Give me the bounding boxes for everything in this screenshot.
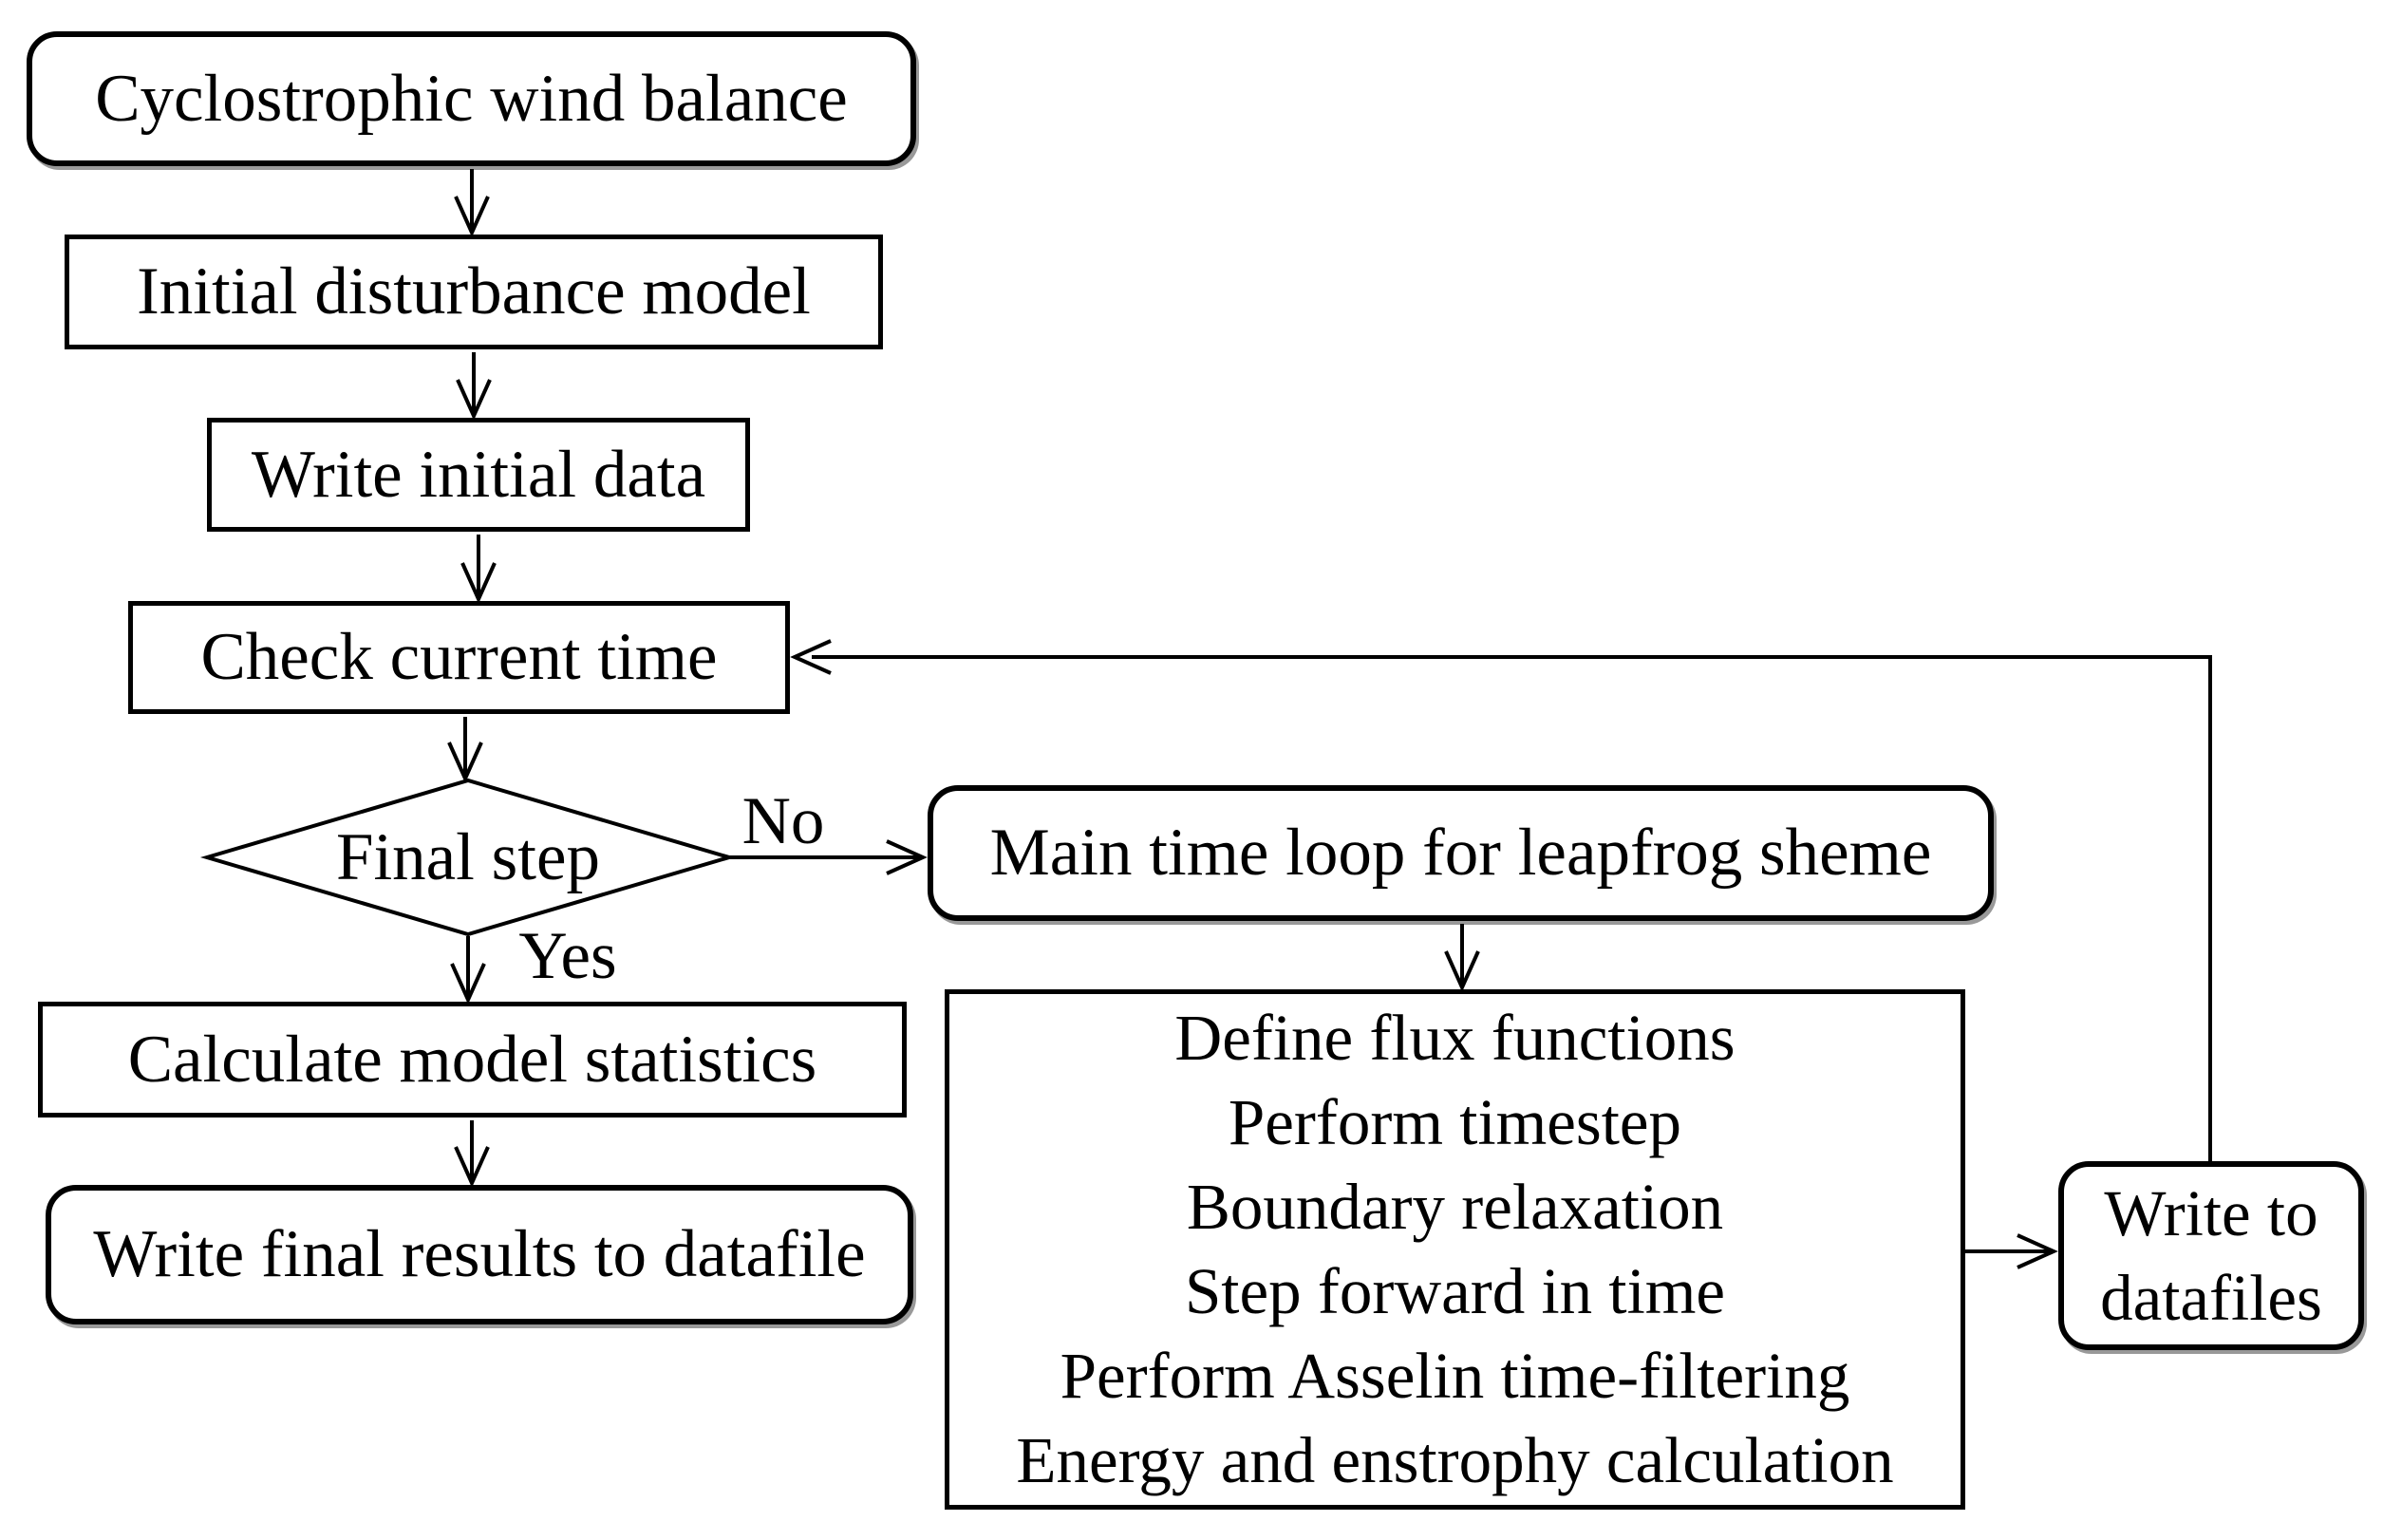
- loop-body-line: Perform Asselin time-filtering: [1060, 1340, 1850, 1412]
- node-loop-body: Define flux functions Perform timestep B…: [945, 989, 1965, 1510]
- arrow-loop-body-to-write-datafiles: [1965, 1233, 2058, 1269]
- arrow-calc-stats-to-write-final: [454, 1120, 490, 1188]
- node-final-step-decision: Final step: [335, 819, 601, 894]
- node-check-current-time: Check current time: [128, 601, 790, 714]
- loop-body-line: Step forward in time: [1184, 1255, 1726, 1327]
- write-to-datafiles-line: datafiles: [2100, 1261, 2322, 1334]
- loop-body-line: Define flux functions: [1174, 1002, 1736, 1074]
- write-to-datafiles-line: Write to: [2104, 1176, 2318, 1249]
- node-calculate-model-statistics: Calculate model statistics: [38, 1002, 907, 1117]
- arrow-feedback-to-check-time: [790, 639, 2212, 1161]
- arrow-initial-to-write-initial: [456, 352, 492, 421]
- edge-label-no: No: [741, 783, 825, 858]
- arrow-no-branch: [729, 839, 928, 875]
- arrow-write-initial-to-check-time: [460, 535, 497, 604]
- loop-body-line: Perform timestep: [1228, 1086, 1682, 1158]
- node-write-to-datafiles: Write to datafiles: [2058, 1161, 2364, 1350]
- arrow-check-time-to-final-step: [447, 717, 483, 783]
- node-main-time-loop: Main time loop for leapfrog sheme: [928, 785, 1994, 921]
- arrow-main-loop-to-loop-body: [1444, 924, 1480, 992]
- node-initial-disturbance-model: Initial disturbance model: [65, 235, 883, 349]
- arrow-yes-branch: [450, 936, 486, 1005]
- edge-label-yes: Yes: [518, 918, 617, 993]
- loop-body-line: Energy and enstrophy calculation: [1016, 1424, 1894, 1496]
- arrow-cyclostrophic-to-initial: [454, 169, 490, 237]
- node-cyclostrophic-wind-balance: Cyclostrophic wind balance: [27, 31, 916, 166]
- node-write-final-results: Write final results to datafile: [46, 1185, 913, 1324]
- node-write-initial-data: Write initial data: [207, 418, 750, 532]
- loop-body-line: Boundary relaxation: [1186, 1171, 1724, 1243]
